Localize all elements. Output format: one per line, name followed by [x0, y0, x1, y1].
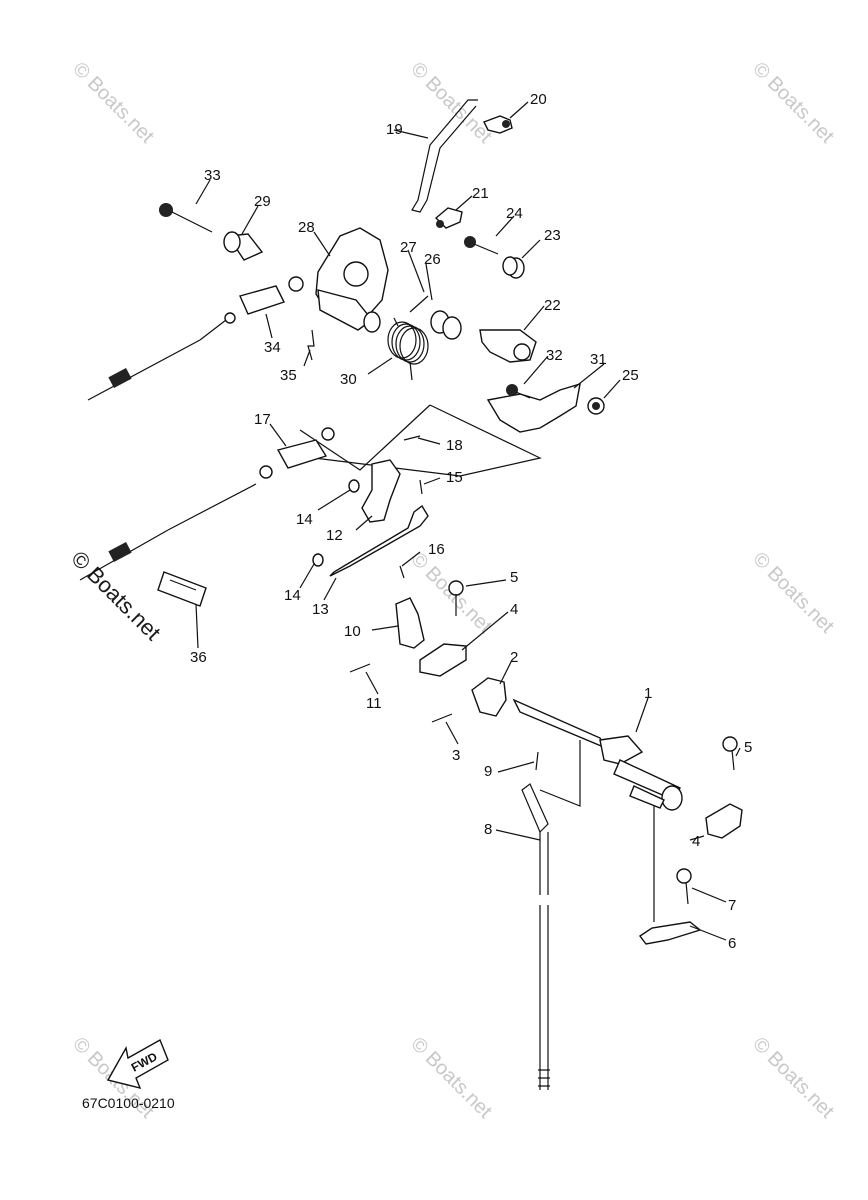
- callout-3: 3: [452, 747, 460, 764]
- part-13-link: [329, 504, 429, 577]
- callout-35: 35: [280, 367, 297, 384]
- callout-2: 2: [510, 649, 518, 666]
- lower-assembly: [512, 698, 743, 1090]
- callout-9: 9: [484, 763, 492, 780]
- part-36-plate: [157, 571, 207, 607]
- callout-14: 14: [296, 511, 313, 528]
- callout-24: 24: [506, 205, 523, 222]
- part-29-collar: [223, 231, 264, 261]
- part-code: 67C0100-0210: [82, 1095, 175, 1111]
- part-23-collar: [502, 256, 525, 279]
- part-2-cam: [471, 677, 507, 717]
- part-24-bolt: [464, 236, 499, 255]
- callout-13: 13: [312, 601, 329, 618]
- callout-14: 14: [284, 587, 301, 604]
- watermark: © Boats.net: [748, 548, 838, 638]
- part-22-lever-boss: [513, 343, 531, 361]
- part-19-rod: [411, 99, 478, 213]
- part-17-joint: [276, 427, 335, 469]
- part-26-collar: [430, 310, 462, 340]
- leader-lines: [195, 101, 741, 941]
- guide-line: [539, 740, 581, 807]
- callout-32: 32: [546, 347, 563, 364]
- part-11-pin: [349, 663, 371, 673]
- part-16-clip: [399, 565, 405, 579]
- part-9-clip: [535, 751, 539, 771]
- callouts: 1 2 3 4 4 5 5 6 7 8 9 10 11 12 13 14 14 …: [190, 91, 752, 952]
- fwd-arrow-icon: FWD: [106, 1038, 169, 1090]
- part-35-clip: [307, 329, 315, 361]
- callout-7: 7: [728, 897, 736, 914]
- callout-26: 26: [424, 251, 441, 268]
- callout-5: 5: [510, 569, 518, 586]
- cable-lower: [79, 465, 273, 581]
- cable-upper: [87, 312, 236, 401]
- part-14-washer: [348, 479, 360, 493]
- part-5-bolt: [448, 580, 464, 616]
- part-10-lever: [395, 597, 425, 649]
- part-3-pin: [431, 713, 453, 723]
- callout-15: 15: [446, 469, 463, 486]
- part-5-bolt: [722, 736, 738, 771]
- upper-assembly: [87, 99, 605, 477]
- part-4-holder: [419, 643, 467, 677]
- callout-10: 10: [344, 623, 361, 640]
- callout-1: 1: [644, 685, 652, 702]
- callout-6: 6: [728, 935, 736, 952]
- callout-12: 12: [326, 527, 343, 544]
- part-15-clip: [419, 479, 423, 495]
- part-32-bolt: [506, 384, 531, 399]
- callout-30: 30: [340, 371, 357, 388]
- callout-20: 20: [530, 91, 547, 108]
- callout-33: 33: [204, 167, 221, 184]
- part-18-clip: [403, 435, 421, 441]
- callout-21: 21: [472, 185, 489, 202]
- callout-16: 16: [428, 541, 445, 558]
- watermark: © Boats.net: [748, 1033, 838, 1123]
- part-12-lever: [361, 459, 401, 523]
- callout-31: 31: [590, 351, 607, 368]
- frame-line: [299, 404, 431, 471]
- watermark: © Boats.net: [406, 1033, 496, 1123]
- part-27-pin: [409, 295, 429, 313]
- middle-assembly: [79, 427, 507, 723]
- part-1-shaft: [512, 698, 683, 811]
- watermark: © Boats.net: [748, 58, 838, 148]
- callout-22: 22: [544, 297, 561, 314]
- callout-4: 4: [510, 601, 518, 618]
- part-14-washer: [312, 553, 324, 567]
- callout-17: 17: [254, 411, 271, 428]
- part-31-bracket: [486, 383, 581, 433]
- callout-8: 8: [484, 821, 492, 838]
- part-6-plate: [638, 921, 702, 945]
- callout-36: 36: [190, 649, 207, 666]
- callout-5: 5: [744, 739, 752, 756]
- part-30-spring: [387, 317, 429, 381]
- callout-18: 18: [446, 437, 463, 454]
- callout-19: 19: [386, 121, 403, 138]
- callout-4: 4: [692, 833, 700, 850]
- callout-29: 29: [254, 193, 271, 210]
- callout-25: 25: [622, 367, 639, 384]
- part-21-clip-head: [436, 220, 444, 228]
- callout-23: 23: [544, 227, 561, 244]
- part-8-rod: [521, 783, 550, 1090]
- part-33-bolt: [159, 203, 213, 233]
- watermark: © Boats.net: [68, 58, 158, 148]
- part-34-joint: [239, 276, 304, 315]
- callout-27: 27: [400, 239, 417, 256]
- part-20-clip-head: [502, 120, 510, 128]
- part-28-bracket: [315, 227, 389, 333]
- part-4-holder: [705, 803, 743, 839]
- callout-34: 34: [264, 339, 281, 356]
- part-7-screw: [676, 868, 692, 905]
- callout-11: 11: [366, 695, 382, 712]
- callout-28: 28: [298, 219, 315, 236]
